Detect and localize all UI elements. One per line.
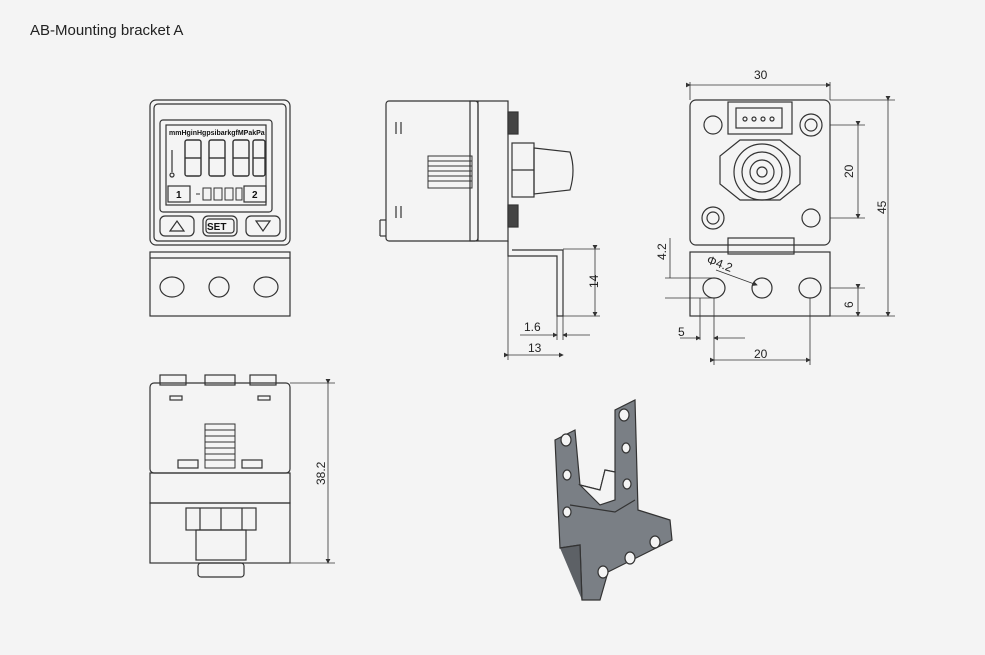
- side-view: [379, 100, 574, 317]
- down-button: [245, 215, 281, 237]
- dim-side-height: 14: [587, 274, 601, 288]
- side-view-grille: [427, 155, 473, 189]
- bracket-3d: [554, 399, 673, 601]
- bracket-hole-center: [208, 276, 230, 298]
- units-strip: mmHginHgpsibarkgfMPakPa: [169, 130, 265, 137]
- channel-1-label: 1: [176, 190, 182, 201]
- front-view-display: [159, 119, 273, 213]
- dim-top-width: 30: [754, 68, 768, 82]
- back-bracket-hole-center: [751, 277, 773, 299]
- dim-hole-spacing-h: 20: [754, 347, 768, 361]
- dim-bottom-height: 38.2: [314, 461, 328, 485]
- fitting-top: [507, 111, 519, 135]
- dim-side-width: 13: [528, 341, 542, 355]
- back-plate: [719, 139, 801, 201]
- port-outer: [733, 143, 791, 201]
- set-button-label: SET: [207, 222, 226, 233]
- back-view-bracket: [689, 251, 831, 317]
- bottom-view: [149, 374, 291, 578]
- side-view-bracket: [507, 241, 564, 317]
- back-view: [689, 99, 831, 317]
- back-dimension-lines: [665, 82, 895, 365]
- bracket-hole-right: [253, 276, 279, 298]
- set-button: [202, 215, 238, 237]
- dim-slot-offset: 4.2: [655, 243, 669, 260]
- dim-hole-spacing-v: 20: [842, 164, 856, 178]
- fitting-bottom: [507, 204, 519, 228]
- back-screw-bottom-left: [701, 206, 725, 230]
- small-digits: [196, 187, 243, 201]
- bracket-hole-left: [159, 276, 185, 298]
- back-hole-bottom-right: [801, 208, 821, 228]
- bottom-dimension-lines: [290, 379, 335, 564]
- channel-2-label: 2: [252, 190, 258, 201]
- back-bracket-hole-right: [798, 277, 822, 299]
- channel-2-box: [243, 185, 267, 203]
- up-button: [159, 215, 195, 237]
- back-hole-top-left: [703, 115, 723, 135]
- connector: [727, 101, 793, 135]
- back-bracket-hole-left: [702, 277, 726, 299]
- page-title: AB-Mounting bracket A: [30, 22, 184, 39]
- front-view: [149, 99, 291, 317]
- side-dimension-lines: [504, 245, 600, 360]
- back-screw-top-right: [799, 113, 823, 137]
- lcd-digits: [184, 139, 266, 177]
- dim-side-thickness: 1.6: [524, 320, 541, 334]
- dim-bottom-offset: 6: [842, 301, 856, 308]
- front-view-bracket: [149, 251, 291, 317]
- dim-left-offset: 5: [678, 325, 685, 339]
- side-view-nozzle: [533, 147, 574, 195]
- front-view-body: [149, 99, 291, 246]
- channel-1-box: [167, 185, 191, 203]
- bottom-view-grille: [204, 423, 236, 469]
- dim-overall-height: 45: [875, 200, 889, 214]
- back-view-body: [689, 99, 831, 246]
